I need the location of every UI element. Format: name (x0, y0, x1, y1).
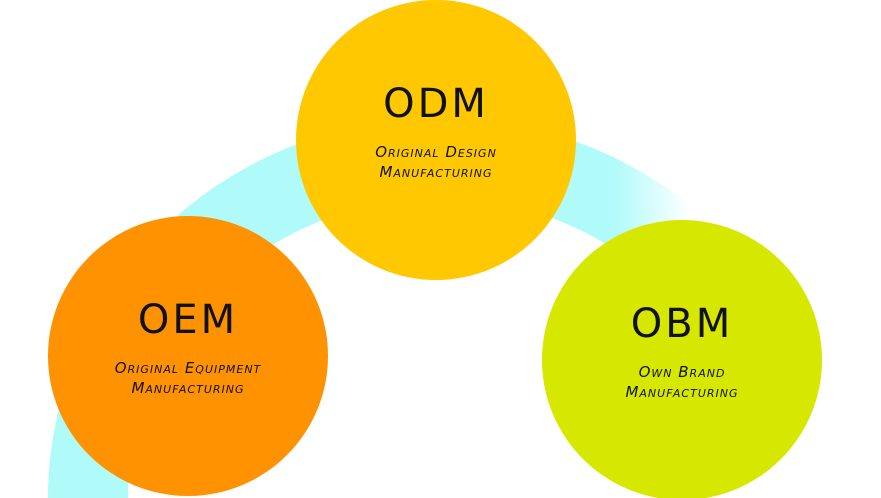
oem-line1: Original Equipment (114, 359, 262, 377)
obm-line1: Own Brand (638, 363, 726, 381)
odm-circle: ODM Original Design Manufacturing (296, 0, 576, 280)
odm-line2: Manufacturing (379, 163, 493, 181)
obm-description: Own Brand Manufacturing (552, 362, 812, 402)
odm-description: Original Design Manufacturing (306, 142, 566, 182)
oem-circle: OEM Original Equipment Manufacturing (48, 216, 328, 496)
oem-description: Original Equipment Manufacturing (58, 358, 318, 398)
obm-line2: Manufacturing (625, 383, 739, 401)
oem-abbreviation: OEM (137, 297, 239, 343)
odm-abbreviation: ODM (383, 81, 489, 127)
obm-abbreviation: OBM (630, 301, 734, 347)
obm-circle: OBM Own Brand Manufacturing (542, 220, 822, 498)
oem-line2: Manufacturing (131, 379, 245, 397)
odm-line1: Original Design (375, 143, 497, 161)
